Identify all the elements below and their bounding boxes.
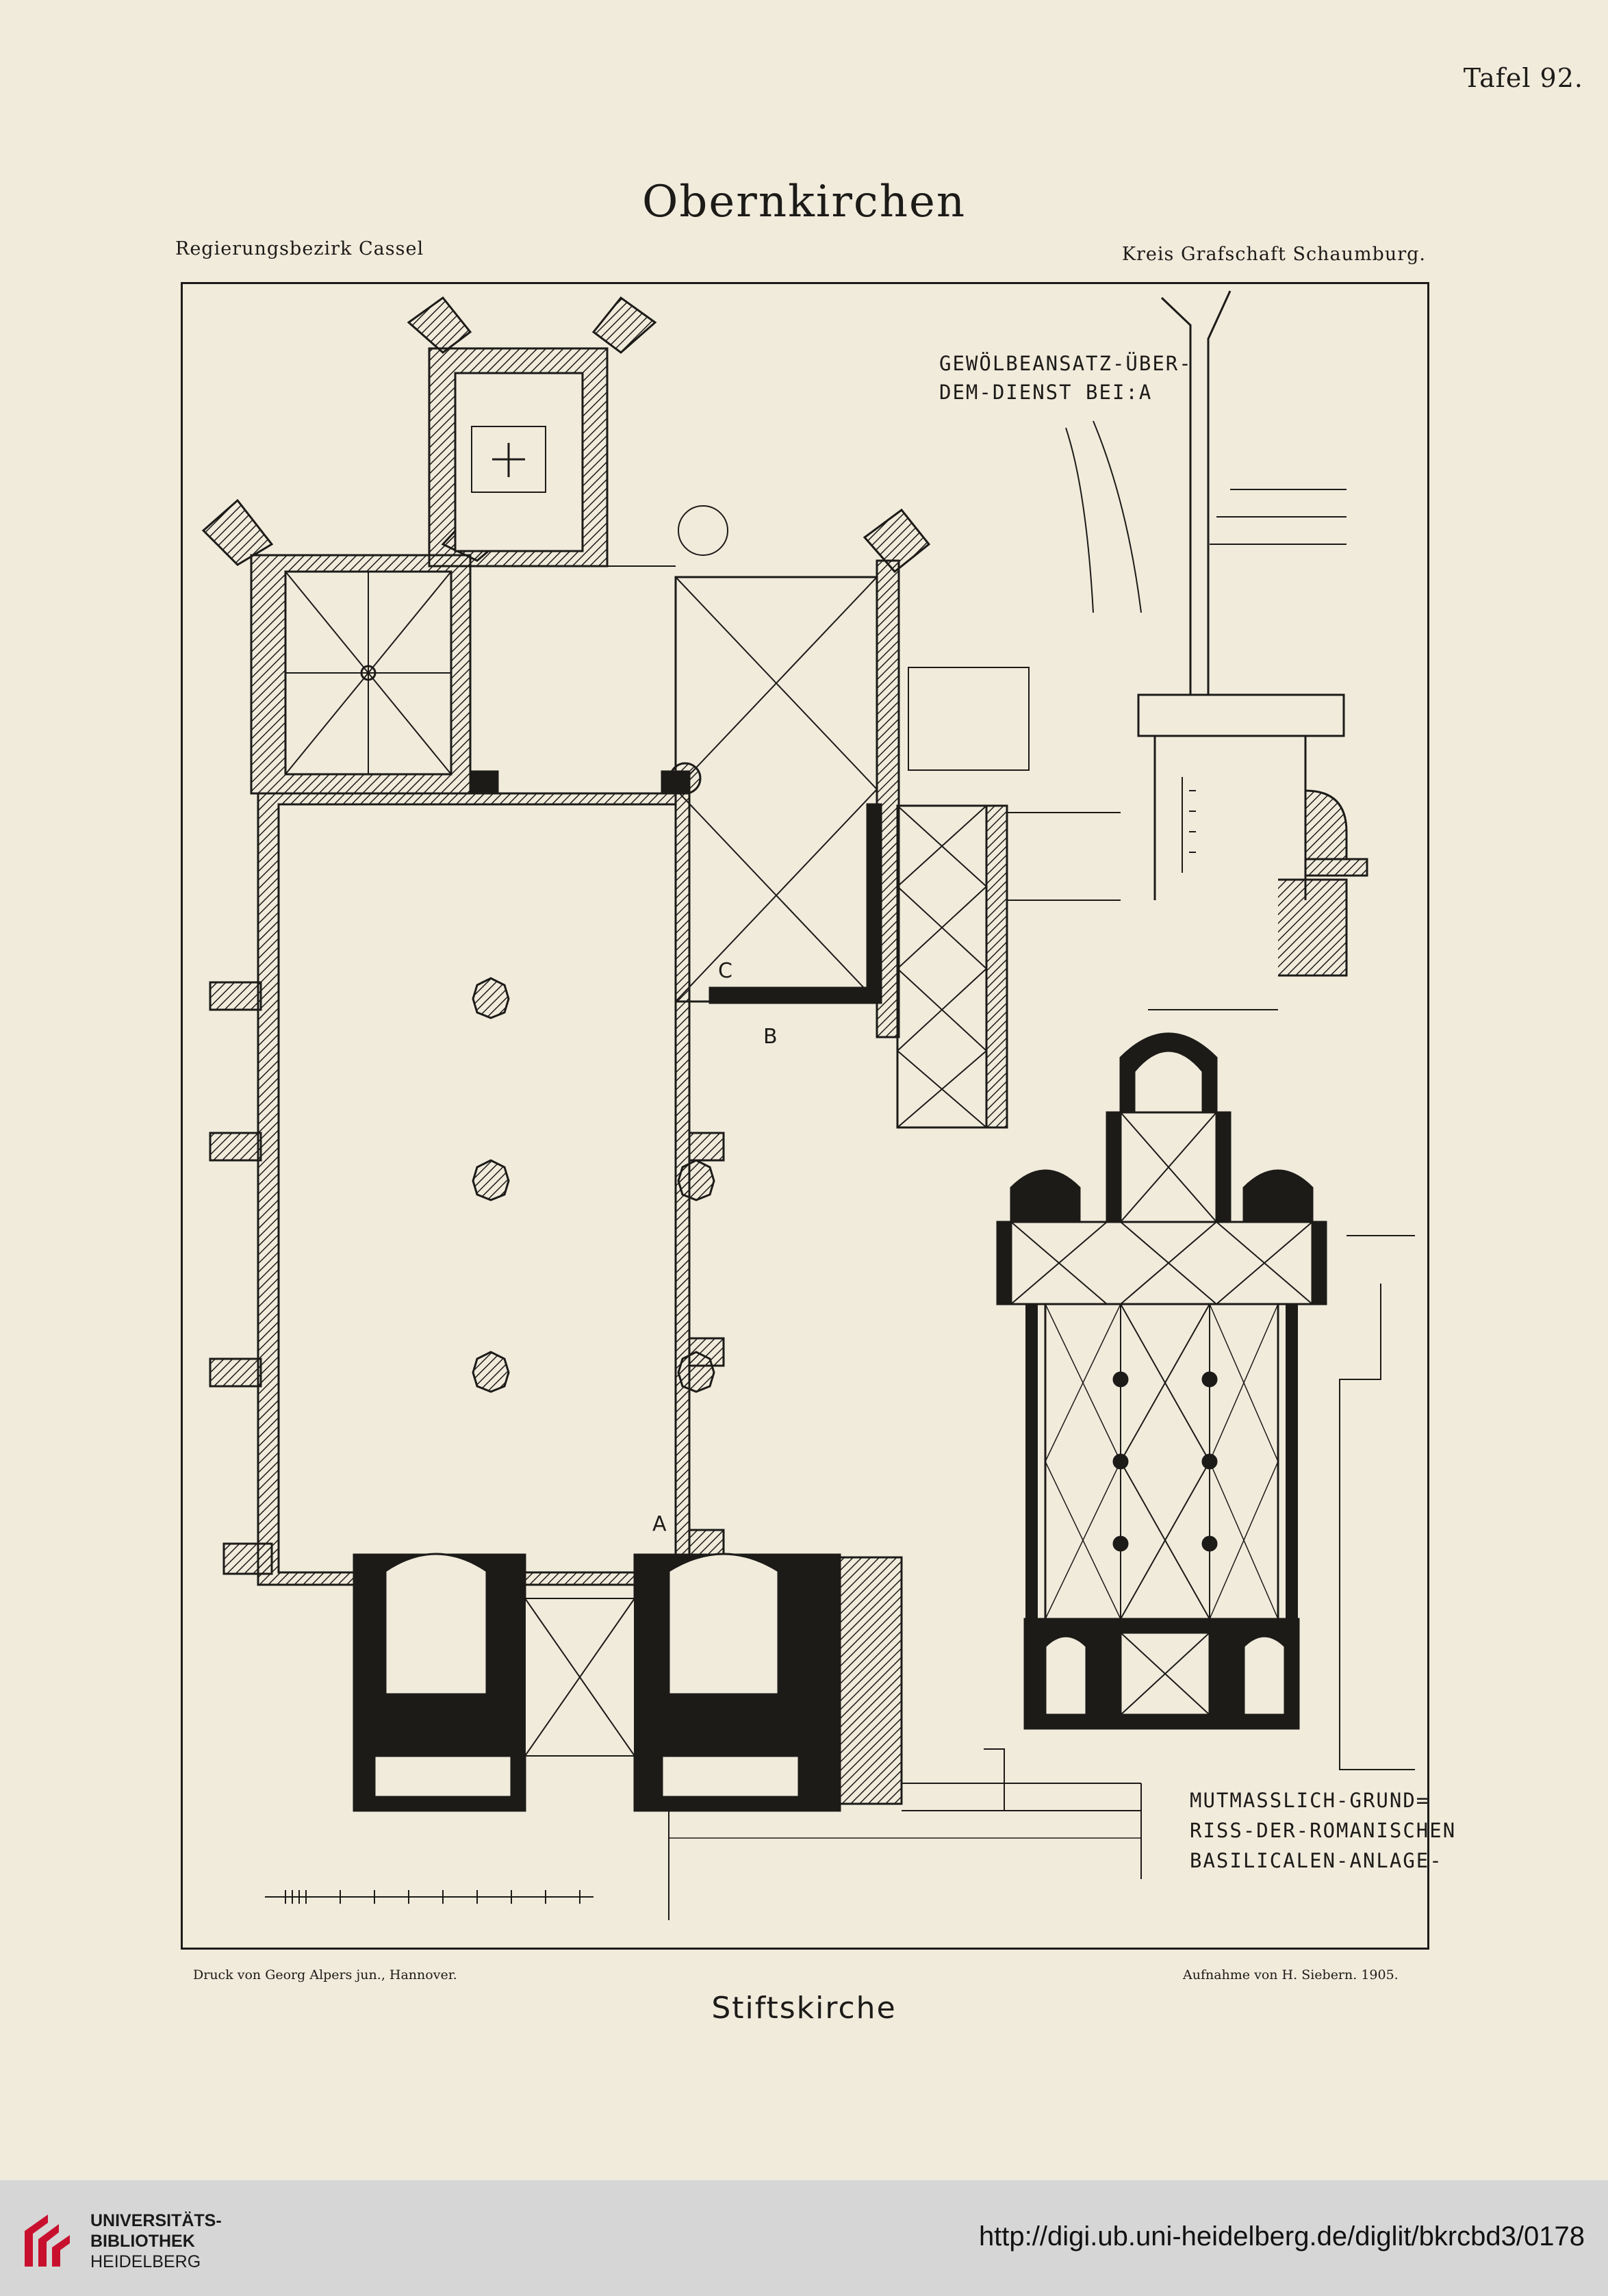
scanned-plate: Tafel 92. Obernkirchen Regierungsbezirk … xyxy=(175,63,1583,2026)
region-left: Regierungsbezirk Cassel xyxy=(175,238,424,259)
scale-bar xyxy=(265,1890,594,1904)
drawing-frame: A B C xyxy=(181,282,1429,1950)
page-title: Obernkirchen xyxy=(641,177,967,227)
label-a: A xyxy=(652,1512,667,1536)
basilica-plan-note: MUTMASSLICH-GRUND= RISS-DER-ROMANISCHEN … xyxy=(1190,1789,1457,1872)
west-towers xyxy=(353,1553,841,1812)
label-b: B xyxy=(763,1025,778,1049)
plate-subtitle: Stiftskirche xyxy=(711,1991,897,2026)
romanesque-basilica-plan xyxy=(996,1032,1415,1770)
university-library-logo-icon[interactable] xyxy=(21,2210,81,2271)
region-right: Kreis Grafschaft Schaumburg. xyxy=(1121,244,1426,265)
plate-number: Tafel 92. xyxy=(1463,63,1583,93)
vault-springer-detail xyxy=(1065,290,1368,1010)
nave-piers xyxy=(472,977,715,1393)
printer-credit: Druck von Georg Alpers jun., Hannover. xyxy=(193,1967,457,1982)
digital-object-url-link[interactable]: http://digi.ub.uni-heidelberg.de/diglit/… xyxy=(978,2221,1585,2252)
vault-detail-note: GEWÖLBEANSATZ-ÜBER- DEM-DIENST BEI:A xyxy=(939,352,1192,404)
main-floor-plan xyxy=(201,296,1142,1920)
library-footer: UNIVERSITÄTS- BIBLIOTHEK HEIDELBERG http… xyxy=(0,2180,1608,2296)
library-name[interactable]: UNIVERSITÄTS- BIBLIOTHEK HEIDELBERG xyxy=(90,2211,222,2271)
survey-credit: Aufnahme von H. Siebern. 1905. xyxy=(1183,1967,1399,1982)
label-c: C xyxy=(718,959,732,983)
floor-plan-drawing xyxy=(201,290,1415,1920)
